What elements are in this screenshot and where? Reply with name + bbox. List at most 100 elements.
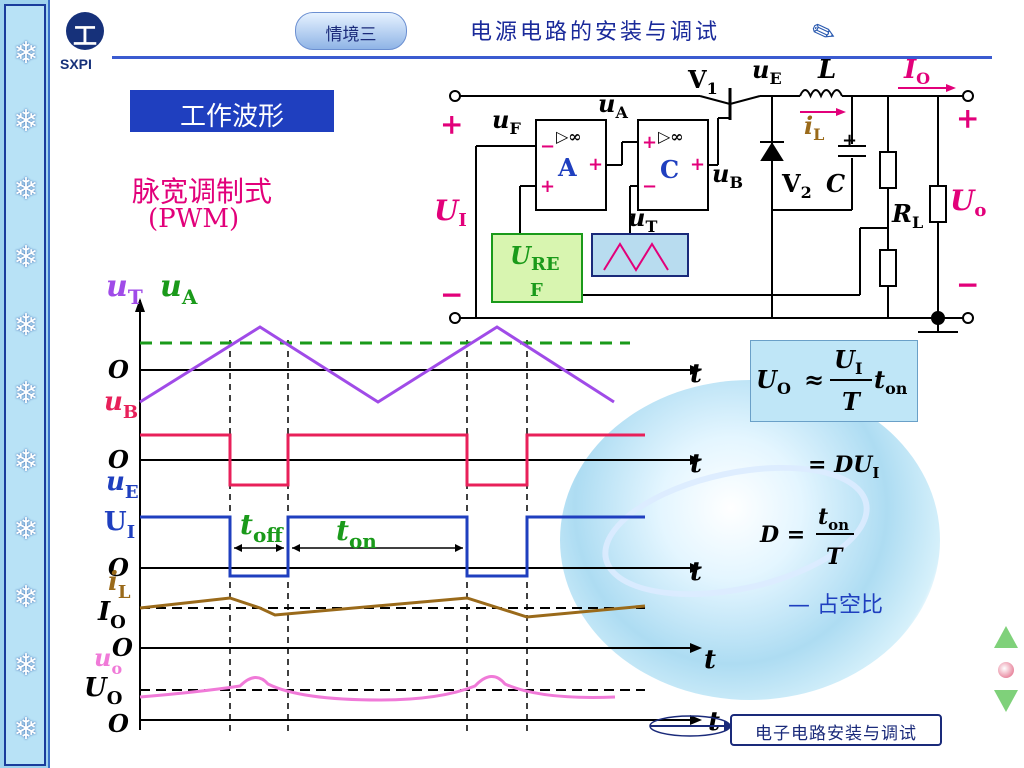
header-divider: [112, 56, 992, 59]
level-uo: UO: [84, 673, 122, 709]
resistor-divider-bottom: [879, 249, 897, 287]
io-arrowhead: [946, 84, 956, 92]
label-uref-tail: F: [530, 280, 543, 301]
t-axis-row4: t: [704, 645, 716, 675]
logo-text: SXPI: [60, 56, 92, 72]
label-t-off: toff: [240, 508, 284, 547]
opamp-c-minus: −: [642, 176, 657, 197]
mode-title: 脉宽调制式: [132, 175, 273, 208]
scene-badge: 情境三: [295, 12, 407, 50]
label-t-on: ton: [336, 514, 377, 553]
label-rl: RL: [891, 199, 923, 232]
section-title-box: 工作波形: [130, 90, 334, 132]
formula2: = DUI: [808, 452, 879, 482]
t-axis-row5: t: [708, 707, 720, 737]
label-ue: uE: [752, 55, 782, 88]
formula3-numerator: ton: [818, 504, 849, 534]
arrow-row4: [690, 643, 702, 653]
triangle-down-icon[interactable]: [994, 690, 1018, 712]
snowflake-icon: ❄: [13, 240, 39, 275]
level-ui: UI: [104, 507, 135, 543]
t-axis-row1: t: [690, 359, 702, 389]
output-terminal-bottom: [962, 312, 974, 324]
snowflake-icon: ❄: [13, 648, 39, 683]
t-axis-row2: t: [690, 449, 702, 479]
transistor-v1-emitter: [729, 95, 761, 105]
input-plus-sign: +: [440, 108, 463, 141]
label-l: L: [817, 55, 836, 85]
opamp-a-label: A: [557, 153, 577, 182]
t-off-arrow-right: [276, 544, 284, 552]
snowflake-icon: ❄: [13, 104, 39, 139]
label-ui: UI: [434, 194, 467, 231]
snowflake-icon: ❄: [13, 376, 39, 411]
origin-row3: O: [108, 553, 129, 582]
formula1-denominator: T: [842, 387, 862, 416]
label-io: IO: [903, 55, 930, 88]
triangle-up-icon[interactable]: [994, 626, 1018, 648]
t-off-arrow-left: [234, 544, 242, 552]
triangle-wave-icon: [603, 242, 669, 272]
label-v1: V1: [687, 65, 718, 98]
label-uo: Uo: [950, 184, 986, 221]
output-plus-sign: +: [956, 102, 979, 135]
origin-row2: O: [108, 445, 129, 474]
logo-emblem: [66, 12, 104, 50]
label-uo-wave: uo: [94, 643, 122, 678]
opamp-c-plus: +: [642, 132, 657, 153]
snowflake-icon: ❄: [13, 172, 39, 207]
mode-subtitle: (PWM): [148, 204, 240, 234]
label-ut-wave: uT: [106, 269, 143, 309]
label-uref: URE: [510, 241, 560, 275]
formula1-lhs: UO: [756, 365, 791, 398]
label-ub-wave: uB: [104, 387, 138, 423]
input-terminal-top: [449, 90, 461, 102]
footer-course-badge: 电子电路安装与调试: [730, 714, 942, 746]
opamp-c-label: C: [660, 155, 679, 184]
input-terminal-bottom: [449, 312, 461, 324]
transistor-v1-collector: [699, 95, 731, 105]
footer-course-name: 电子电路安装与调试: [755, 724, 917, 744]
diode-v2: [760, 142, 784, 161]
opamp-a-symbol: ▷∞: [556, 127, 582, 146]
origin-row1: O: [108, 355, 129, 384]
origin-row4: O: [112, 633, 133, 662]
input-minus-sign: −: [440, 278, 463, 311]
snowflake-icon: ❄: [13, 444, 39, 479]
formula-box: [750, 340, 918, 422]
arrow-row2: [690, 455, 702, 465]
resistor-divider-top: [879, 151, 897, 189]
t-axis-row3: t: [690, 557, 702, 587]
label-ub: uB: [712, 159, 743, 192]
arrow-row5: [690, 715, 702, 725]
school-logo: 工 SXPI: [58, 12, 114, 82]
capacitor-plus: +: [842, 130, 857, 151]
label-ua-wave: uA: [160, 269, 198, 309]
label-ut: uT: [628, 203, 657, 236]
formula1-approx: ≈: [804, 365, 824, 394]
logo-glyph: 工: [73, 22, 97, 50]
snowflake-icon: ❄: [13, 36, 39, 71]
waveform-panel: [135, 298, 702, 735]
left-strip-frame: ❄ ❄ ❄ ❄ ❄ ❄ ❄ ❄ ❄ ❄ ❄: [4, 4, 46, 766]
label-ue-wave: uE: [106, 467, 139, 503]
reference-source-box: [491, 233, 583, 303]
level-io: IO: [97, 597, 126, 633]
formula3-denominator: T: [826, 544, 844, 570]
arrow-row1: [690, 365, 702, 375]
snowflake-icon: ❄: [13, 712, 39, 747]
uo-voltage-wave: [139, 675, 616, 702]
scene-label: 情境三: [325, 25, 377, 45]
t-on-arrow-right: [455, 544, 463, 552]
snowflake-icon: ❄: [13, 308, 39, 343]
section-title: 工作波形: [179, 102, 284, 132]
ut-triangle-wave: [139, 325, 615, 404]
output-terminal-top: [962, 90, 974, 102]
ue-pulse-wave: [140, 515, 645, 578]
formula1-numerator: UI: [834, 345, 862, 378]
nav-home-button[interactable]: [998, 662, 1014, 678]
arrow-row3: [690, 563, 702, 573]
ub-pulse-wave: [140, 433, 645, 487]
